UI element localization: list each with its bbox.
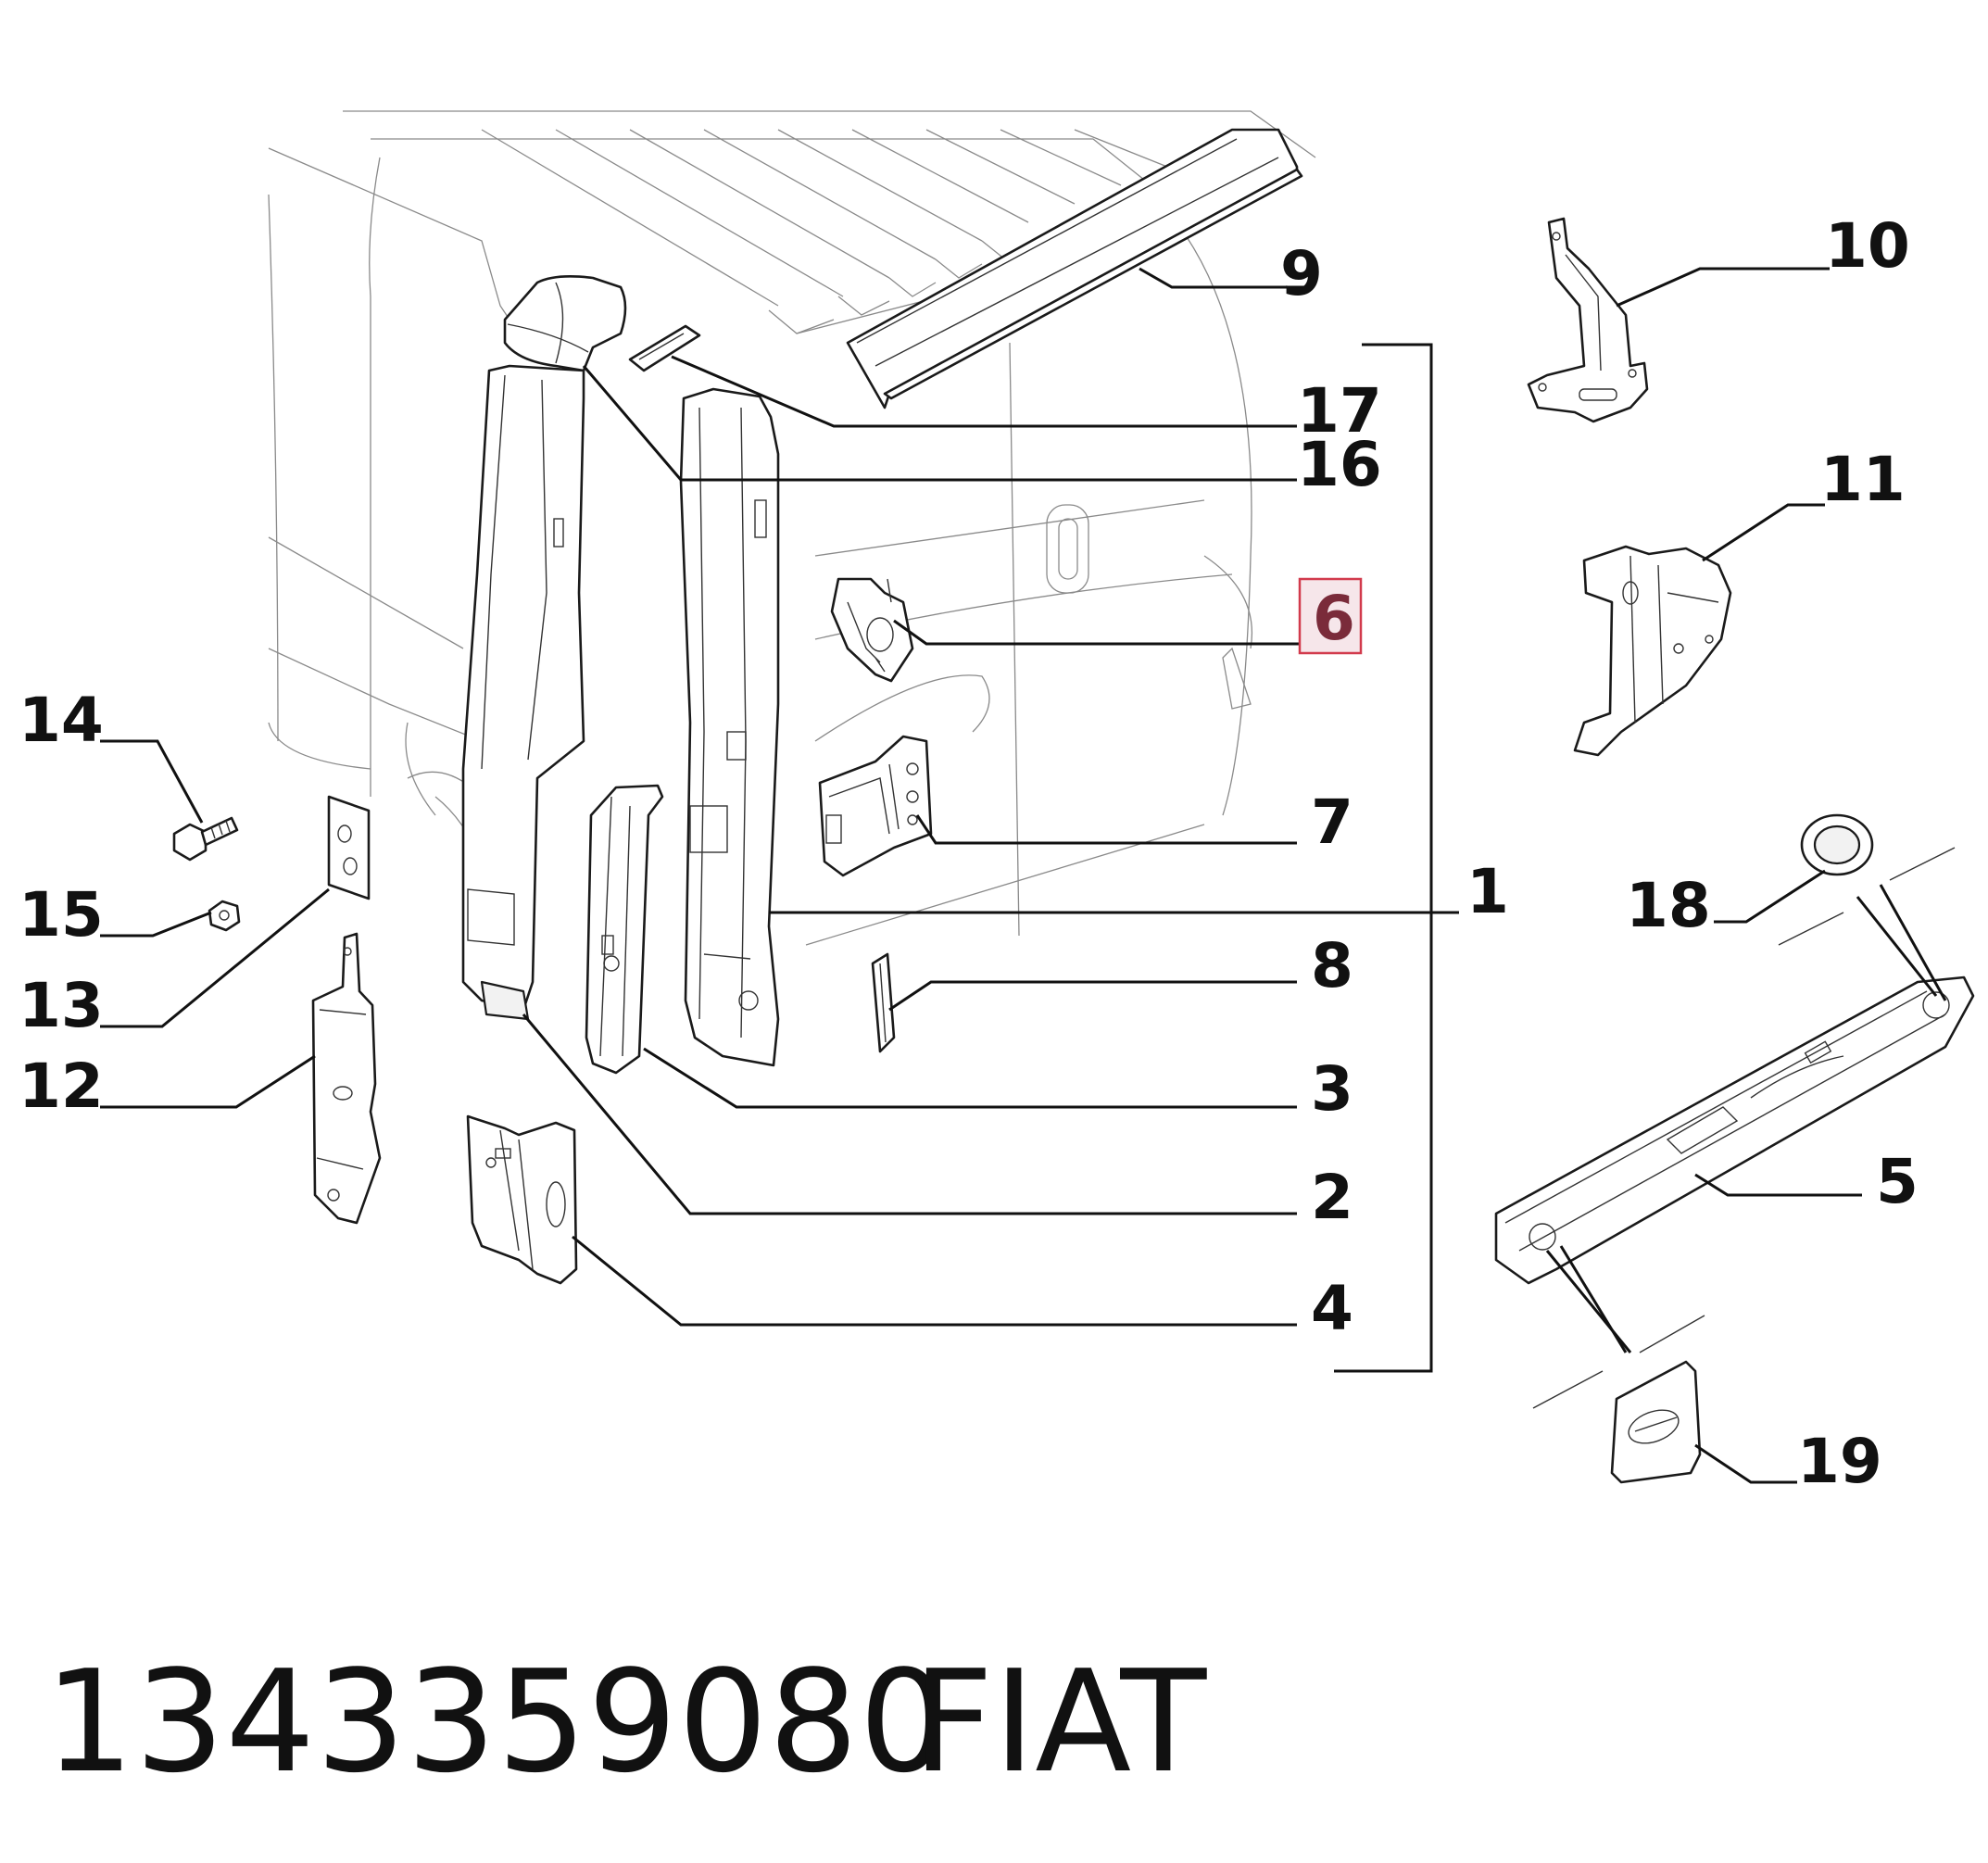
part-3-inner-reinforcement: [585, 784, 664, 1075]
part-10-upper-bracket: [1527, 217, 1649, 423]
callout-14[interactable]: 14: [19, 685, 104, 756]
part-9-roof-rail: [846, 128, 1303, 409]
part-19-plug: [1610, 1360, 1702, 1484]
brand-name: FIAT: [912, 1640, 1207, 1804]
part-12-long-bracket: [311, 932, 382, 1225]
callout-9[interactable]: 9: [1280, 238, 1323, 309]
callout-6[interactable]: 6: [1313, 583, 1355, 654]
callout-11[interactable]: 11: [1820, 444, 1906, 515]
callout-6-highlight-box: [1298, 577, 1363, 655]
part-17-small-plate: [628, 324, 701, 372]
part-1-inner-pillar: [679, 387, 780, 1067]
part-11-side-bracket: [1573, 545, 1732, 757]
callout-5[interactable]: 5: [1876, 1146, 1919, 1217]
callout-1[interactable]: 1: [1466, 856, 1509, 927]
part-number: 1343359080: [44, 1640, 950, 1804]
callout-18[interactable]: 18: [1626, 870, 1711, 941]
part-14-bolt: [172, 816, 239, 862]
part-7-lower-bracket: [818, 735, 933, 877]
part-8-strip: [871, 952, 896, 1053]
part-15-nut: [208, 900, 241, 932]
part-6-bracket: [830, 577, 914, 683]
callout-7[interactable]: 7: [1311, 787, 1353, 858]
callout-4[interactable]: 4: [1311, 1273, 1353, 1344]
callout-16[interactable]: 16: [1297, 429, 1382, 500]
callout-3[interactable]: 3: [1311, 1053, 1353, 1125]
callout-12[interactable]: 12: [19, 1051, 104, 1122]
callout-2[interactable]: 2: [1311, 1162, 1353, 1233]
callout-15[interactable]: 15: [19, 879, 104, 950]
callout-13[interactable]: 13: [19, 970, 104, 1041]
part-4-lower-corner: [466, 1114, 578, 1285]
part-18-grommet: [1800, 813, 1874, 876]
part-5-cross-member: [1494, 976, 1975, 1285]
callout-19[interactable]: 19: [1797, 1426, 1882, 1497]
callout-17[interactable]: 17: [1297, 375, 1382, 447]
callout-8[interactable]: 8: [1311, 930, 1353, 1001]
leader-lines: [100, 267, 1956, 1484]
callout-labels: 9 10 17 16 11 6 7 1 18 8 3 5 2 4 19 14 1…: [19, 210, 1919, 1497]
part-16-pillar-top-cap: [503, 275, 627, 372]
part-2-rear-pillar-outer: [461, 364, 585, 1021]
callout-10[interactable]: 10: [1825, 210, 1910, 282]
part-13-plate: [327, 795, 371, 900]
